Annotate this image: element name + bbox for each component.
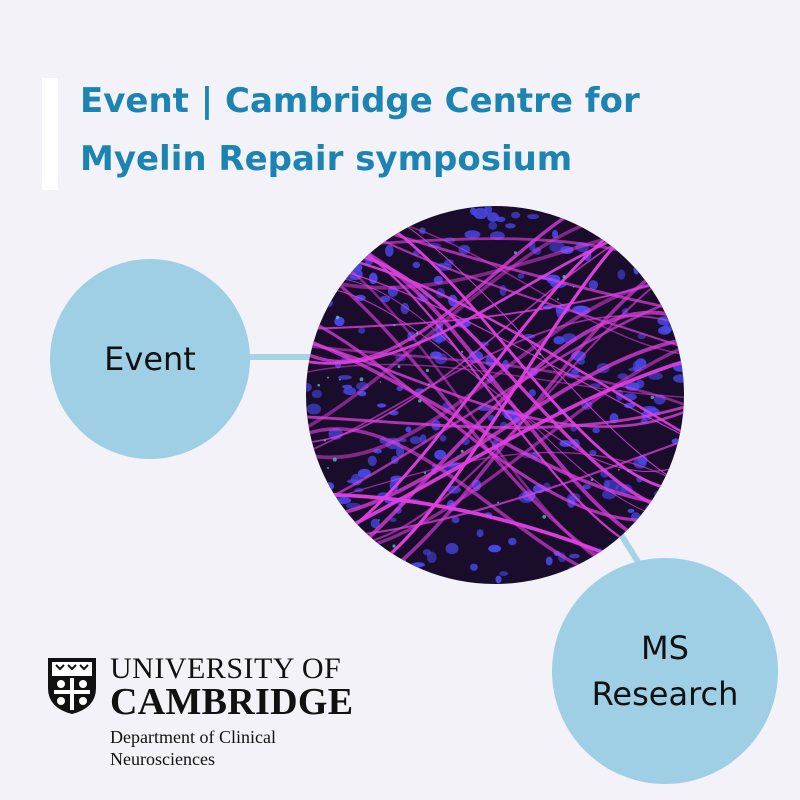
department-line-2: Neurosciences	[110, 749, 215, 769]
connector-event	[248, 354, 314, 360]
title-line-2: Myelin Repair symposium	[80, 139, 573, 179]
university-name-line-1: UNIVERSITY OF	[110, 652, 342, 685]
neural-fibres-illustration	[306, 206, 684, 584]
title-line-1: Event | Cambridge Centre for	[80, 81, 640, 121]
university-name-line-2: CAMBRIDGE	[110, 681, 354, 723]
ms-bubble-line-1: MS	[641, 629, 689, 667]
cambridge-crest-icon	[48, 658, 96, 714]
microscopy-image	[306, 206, 684, 584]
ms-research-bubble: MS Research	[552, 558, 778, 784]
ms-bubble-line-2: Research	[591, 675, 739, 713]
title-accent-bar	[42, 78, 58, 190]
event-bubble-label: Event	[104, 340, 196, 378]
department-line-1: Department of Clinical	[110, 727, 276, 747]
page-title: Event | Cambridge Centre for Myelin Repa…	[80, 72, 780, 188]
department-name: Department of Clinical Neurosciences	[110, 726, 276, 770]
event-bubble: Event	[50, 259, 250, 459]
